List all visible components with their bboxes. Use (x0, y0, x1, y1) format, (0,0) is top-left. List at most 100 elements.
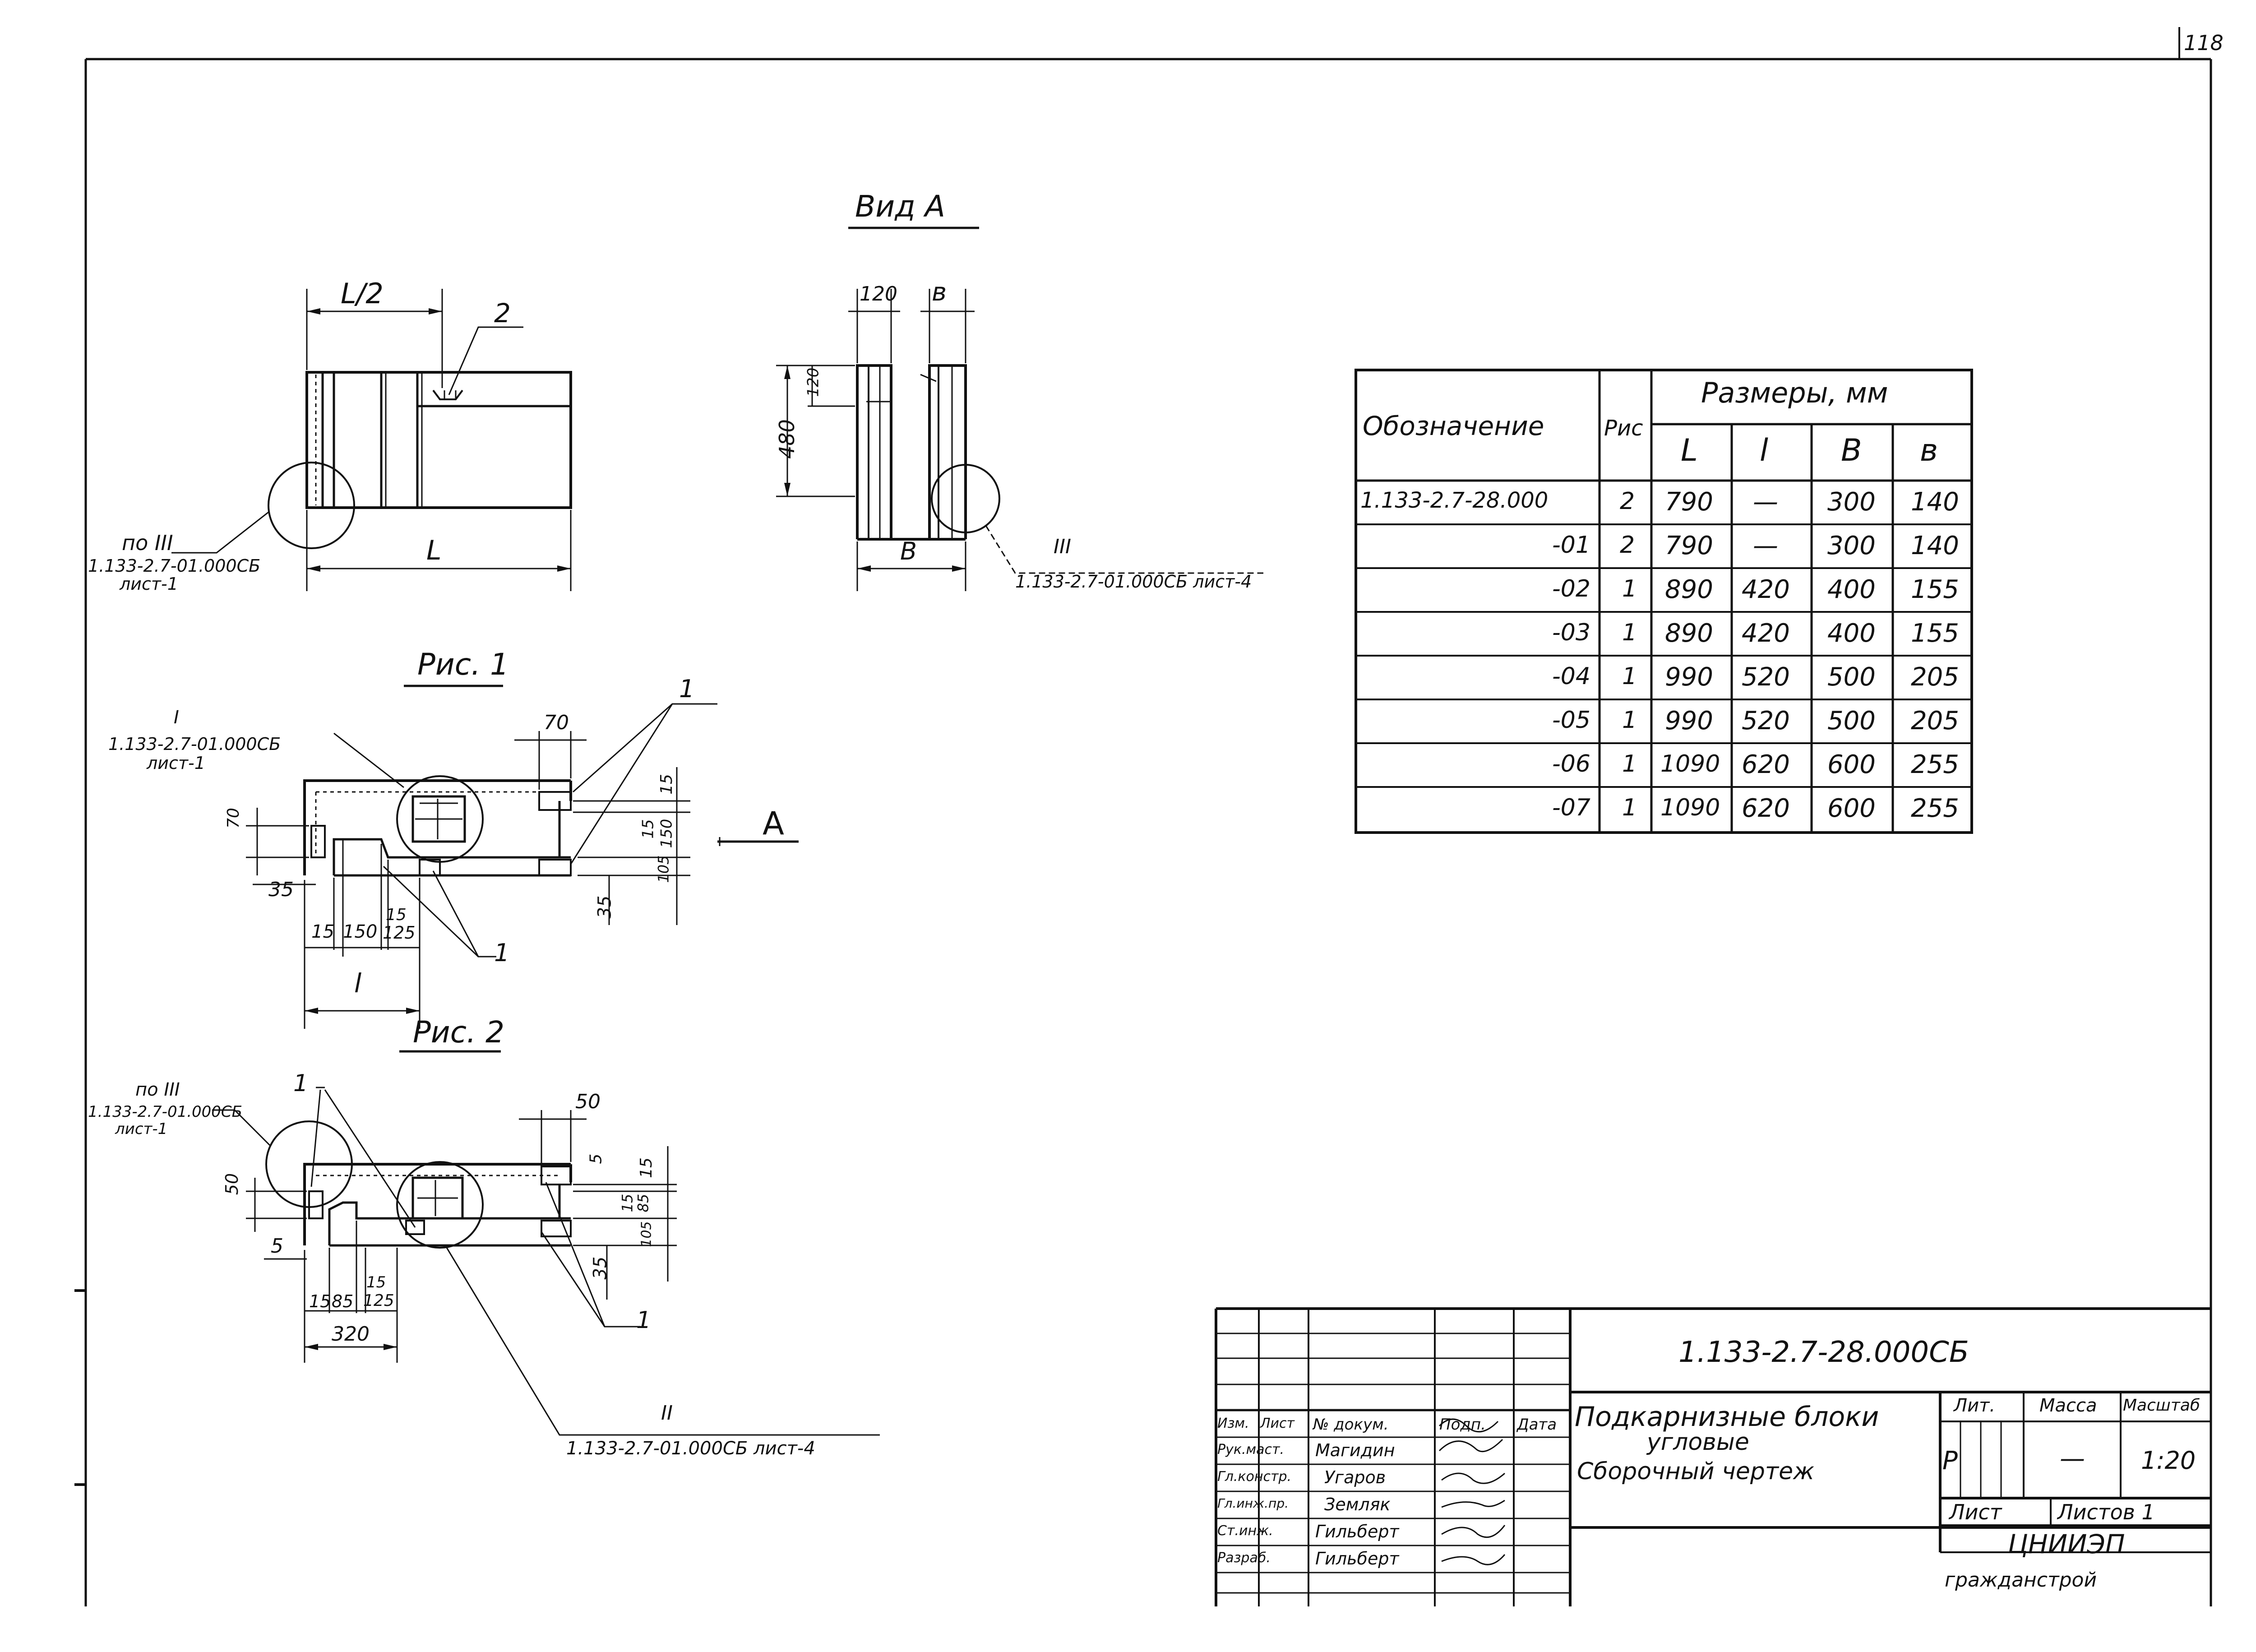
front-ref-doc: 1.133-2.7-01.000СБ (88, 556, 261, 576)
table-cell-designation: -03 (1552, 619, 1590, 646)
hdr-list: Лист (1260, 1416, 1295, 1431)
title-line-2: угловые (1647, 1429, 1749, 1456)
ris1-dim-b125: 125 (383, 923, 416, 943)
lit-header: Лит. (1954, 1395, 1996, 1416)
table-cell-b: 205 (1911, 706, 1959, 736)
hdr-sign: Подп. (1439, 1416, 1486, 1434)
table-cell-B: 400 (1827, 575, 1876, 604)
table-cell-designation: -05 (1552, 707, 1590, 734)
ris2-dim-15-b: 15 (619, 1194, 636, 1212)
role-name: Гильберт (1315, 1522, 1399, 1541)
table-header-B: B (1841, 433, 1862, 468)
lit-value: Р (1942, 1446, 1958, 1476)
org-line-2: гражданстрой (1945, 1569, 2097, 1592)
title-line-1: Подкарнизные блоки (1575, 1401, 1879, 1433)
mass-header: Масса (2039, 1395, 2097, 1416)
title-line-3: Сборочный чертеж (1577, 1458, 1814, 1485)
table-header-fig: Рис (1604, 416, 1643, 441)
table-cell-l: 420 (1742, 619, 1790, 648)
table-header-designation: Обозначение (1363, 411, 1544, 441)
ris2-callout-1-bottom: 1 (636, 1307, 652, 1334)
front-ref-label: по III (122, 531, 173, 555)
table-cell-b: 255 (1911, 750, 1959, 779)
ris2-dim-105: 105 (638, 1221, 655, 1247)
ris2-dim-5-a: 5 (587, 1153, 606, 1164)
table-cell-b: 205 (1911, 662, 1959, 692)
role-label: Гл.констр. (1217, 1469, 1292, 1485)
front-dim-total: L (426, 535, 442, 566)
table-cell-fig: 1 (1622, 663, 1637, 690)
table-header-b: в (1920, 433, 1938, 468)
table-cell-B: 600 (1827, 750, 1876, 779)
ris1-callout-1-top: 1 (679, 675, 695, 703)
ris1-dim-150: 150 (657, 819, 676, 848)
ris2-dim-85: 85 (634, 1194, 652, 1212)
role-name: Магидин (1315, 1440, 1395, 1460)
ris1-dim-70-top: 70 (544, 711, 569, 734)
table-cell-designation: -01 (1552, 532, 1590, 559)
table-cell-L: 1090 (1660, 794, 1720, 821)
vid-a-dim-480: 480 (774, 419, 799, 459)
ris2-ref2-label: II (661, 1402, 673, 1425)
vid-a-dim-B: B (900, 537, 917, 565)
ris2-ref2-doc: 1.133-2.7-01.000СБ лист-4 (566, 1438, 815, 1459)
ris2-dim-b85: 85 (332, 1291, 354, 1311)
table-cell-b: 140 (1911, 531, 1959, 560)
table-cell-designation: -07 (1552, 794, 1590, 821)
table-cell-L: 790 (1665, 531, 1713, 560)
sheets-header: Листов 1 (2057, 1500, 2155, 1524)
ris1-dim-15-b: 15 (639, 819, 657, 839)
ris1-callout-1-bottom: 1 (494, 939, 510, 967)
table-cell-l: — (1753, 531, 1778, 560)
ris1-ref-sheet: лист-1 (147, 753, 205, 773)
hdr-date: Дата (1517, 1416, 1557, 1434)
ris2-dim-5-b: 5 (271, 1235, 283, 1258)
ris1-dim-35-left: 35 (268, 878, 294, 901)
hdr-izm: Изм. (1217, 1416, 1249, 1431)
table-cell-fig: 1 (1622, 619, 1637, 646)
role-name: Гильберт (1315, 1549, 1399, 1569)
page-number: 118 (2184, 31, 2224, 55)
ris1-dim-15-a: 15 (657, 774, 676, 795)
table-cell-fig: 2 (1620, 488, 1635, 515)
table-cell-L: 890 (1665, 575, 1713, 604)
role-name: Угаров (1324, 1467, 1386, 1487)
vid-a-dim-small: 120 (804, 367, 823, 397)
table-cell-fig: 1 (1622, 750, 1637, 777)
table-cell-L: 790 (1665, 487, 1713, 517)
table-cell-fig: 1 (1622, 707, 1637, 734)
table-cell-designation: -06 (1552, 750, 1590, 777)
table-cell-B: 400 (1827, 619, 1876, 648)
front-dim-half: L/2 (341, 277, 384, 310)
vid-a-title: Вид А (855, 189, 945, 224)
table-cell-B: 300 (1827, 531, 1876, 560)
table-cell-L: 890 (1665, 619, 1713, 648)
vid-a-ref-label: III (1054, 535, 1071, 558)
table-cell-b: 140 (1911, 487, 1959, 517)
table-cell-L: 1090 (1660, 750, 1720, 777)
ris1-dim-b150: 150 (343, 921, 378, 942)
front-ref-sheet: лист-1 (120, 574, 178, 594)
vid-a-dim-b: в (932, 278, 947, 307)
ris1-dim-b15b: 15 (386, 906, 407, 924)
table-cell-B: 500 (1827, 662, 1876, 692)
ris1-title: Рис. 1 (417, 647, 509, 682)
table-cell-b: 255 (1911, 794, 1959, 823)
ris1-dim-35-right: 35 (594, 895, 615, 919)
table-cell-l: 620 (1742, 794, 1790, 823)
table-cell-B: 600 (1827, 794, 1876, 823)
sheet-header: Лист (1949, 1500, 2002, 1524)
ris1-dim-l: l (354, 968, 362, 999)
table-cell-l: 620 (1742, 750, 1790, 779)
role-label: Гл.инж.пр. (1217, 1496, 1289, 1511)
table-cell-l: — (1753, 487, 1778, 517)
ris2-dim-b125: 125 (363, 1291, 394, 1310)
ris2-dim-b320: 320 (332, 1323, 370, 1346)
ris2-ref-label: по III (135, 1079, 180, 1100)
role-label: Ст.инж. (1217, 1523, 1273, 1539)
ris2-title: Рис. 2 (413, 1015, 504, 1050)
ris2-ref-doc: 1.133-2.7-01.000СБ (88, 1103, 242, 1121)
ris2-dim-b15: 15 (309, 1291, 331, 1311)
table-cell-designation: -02 (1552, 575, 1590, 602)
